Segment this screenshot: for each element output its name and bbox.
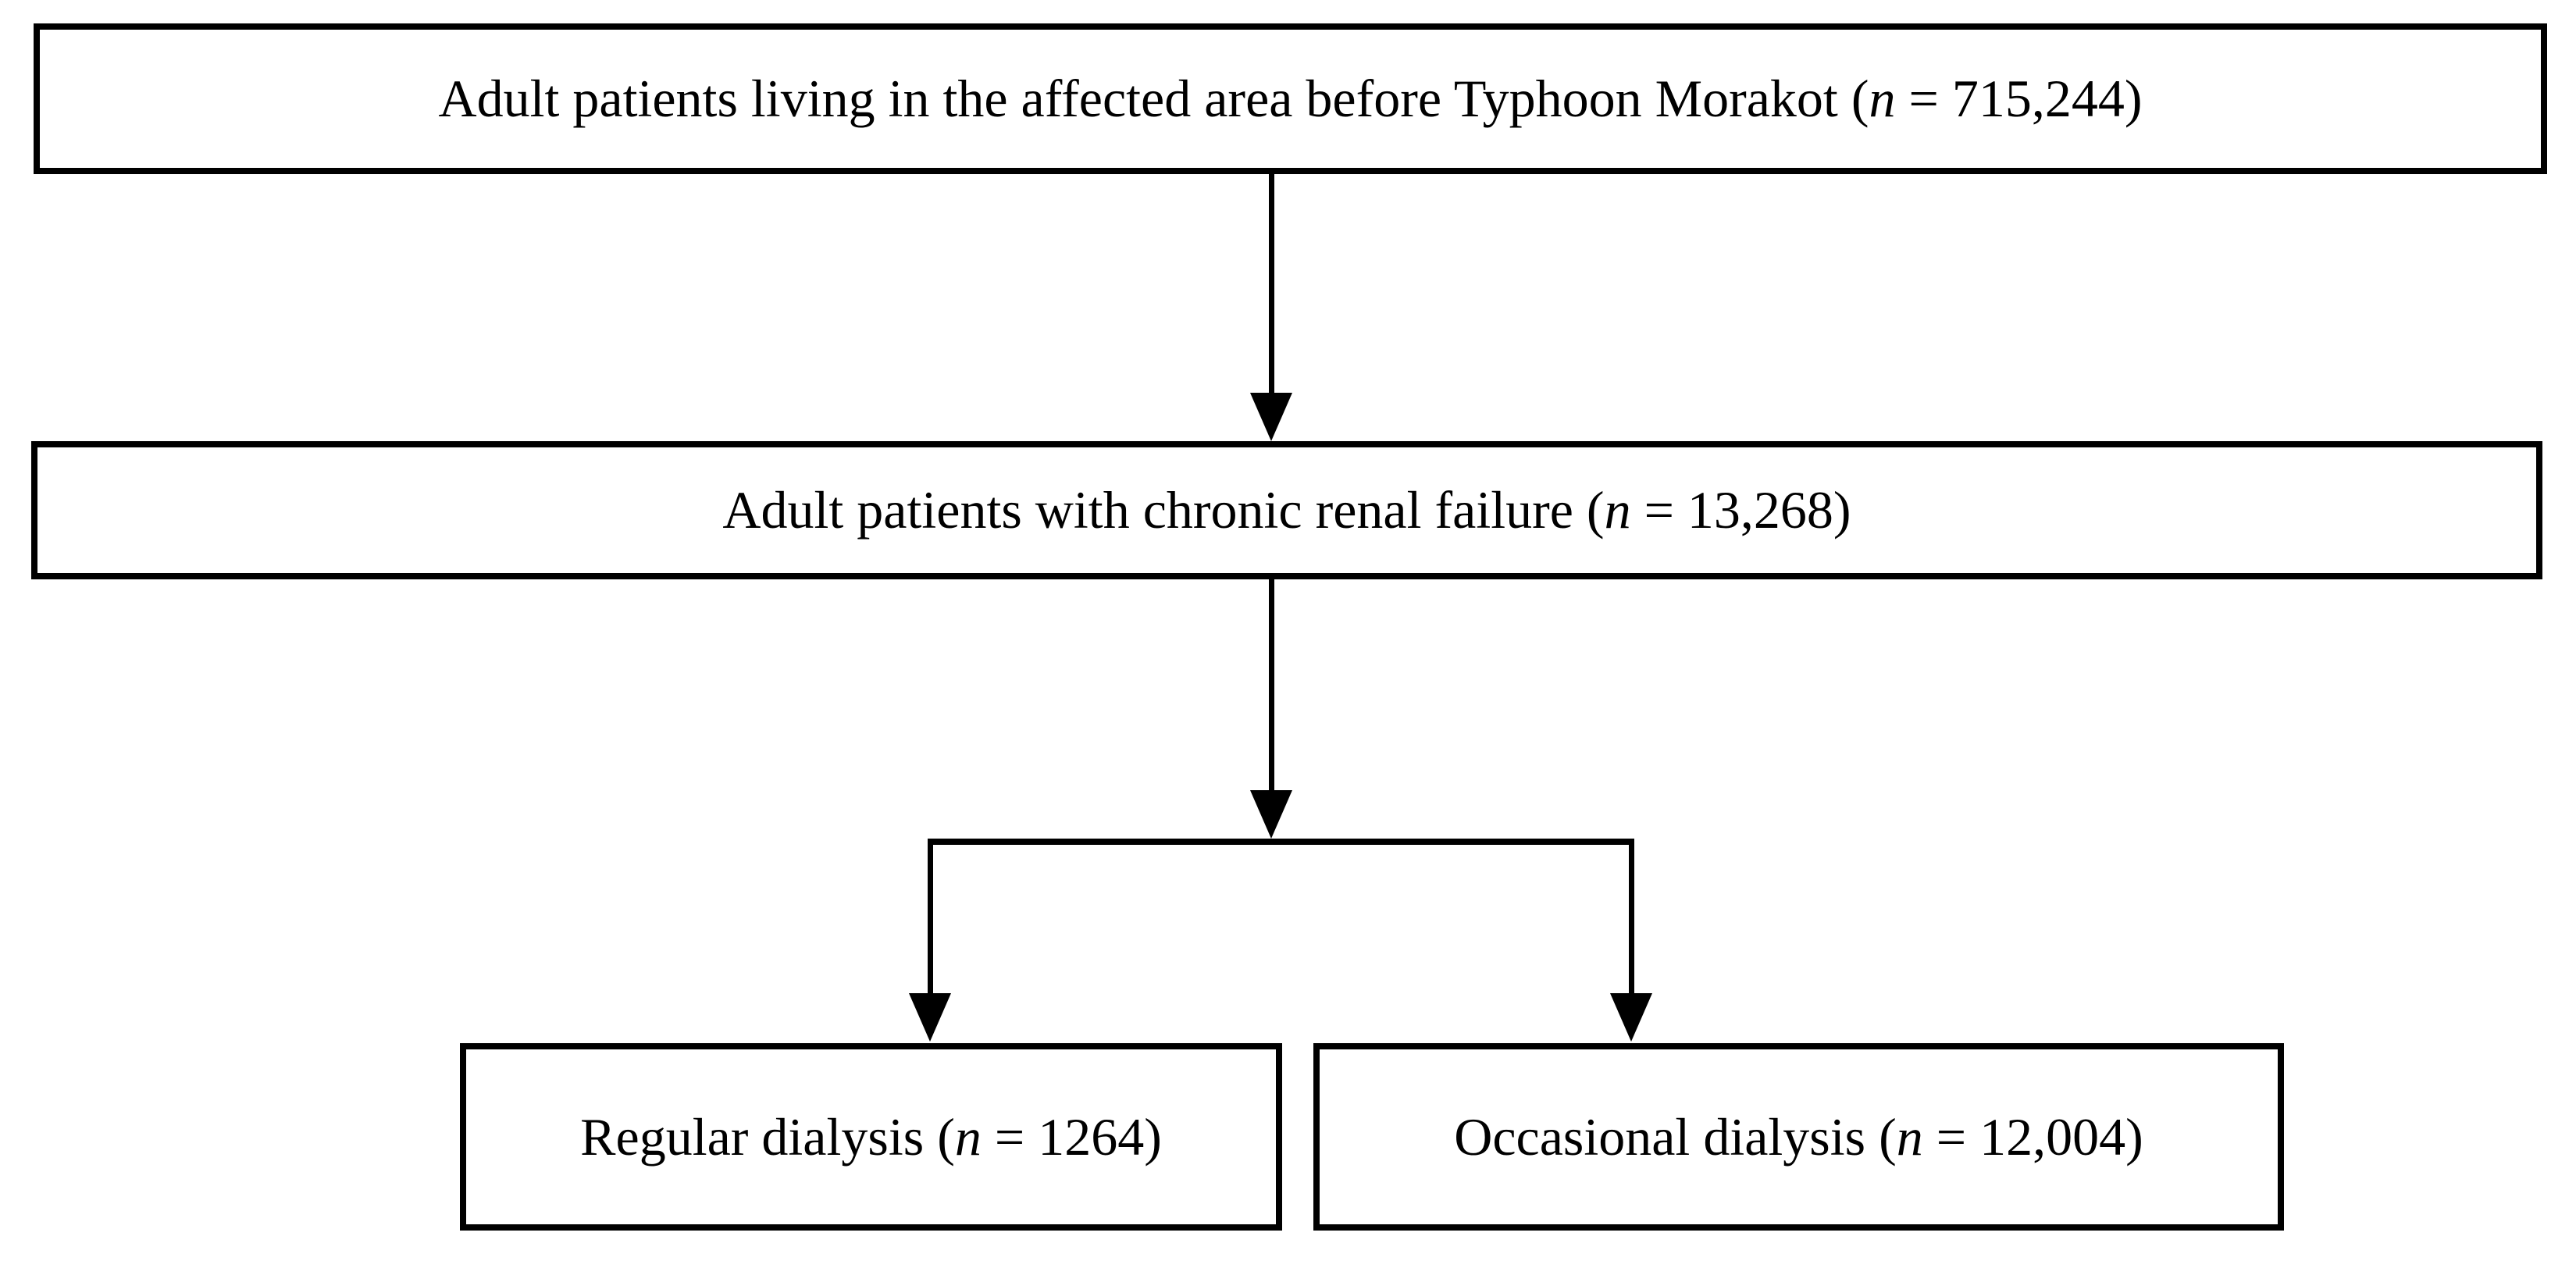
flow-box-regular-dialysis: Regular dialysis (n = 1264) xyxy=(460,1043,1282,1231)
label-text-after: = 13,268) xyxy=(1630,480,1851,540)
label-n-symbol: n xyxy=(1604,480,1631,540)
label-text-before: Adult patients with chronic renal failur… xyxy=(722,480,1605,540)
flow-box-population: Adult patients living in the affected ar… xyxy=(34,23,2547,174)
flow-box-crf-label: Adult patients with chronic renal failur… xyxy=(722,477,1851,543)
arrow-branch-to-occasional-line xyxy=(1629,843,1634,993)
label-n-symbol: n xyxy=(1896,1106,1923,1167)
label-text-after: = 1264) xyxy=(981,1106,1162,1167)
flow-box-chronic-renal-failure: Adult patients with chronic renal failur… xyxy=(31,441,2542,579)
arrow-down-icon xyxy=(909,993,951,1042)
arrow-down-icon xyxy=(1250,393,1292,441)
label-n-symbol: n xyxy=(954,1106,982,1167)
label-text-after: = 12,004) xyxy=(1922,1106,2143,1167)
label-text-after: = 715,244) xyxy=(1895,69,2143,128)
flow-box-regular-label: Regular dialysis (n = 1264) xyxy=(580,1104,1162,1170)
arrow-population-to-crf-line xyxy=(1269,174,1274,397)
flow-box-occasional-label: Occasional dialysis (n = 12,004) xyxy=(1454,1104,2143,1170)
arrow-down-icon xyxy=(1250,790,1292,839)
label-text-before: Occasional dialysis ( xyxy=(1454,1106,1897,1167)
arrow-crf-to-branch-line xyxy=(1269,579,1274,792)
arrow-down-icon xyxy=(1610,993,1652,1042)
label-n-symbol: n xyxy=(1869,69,1896,128)
branch-horizontal-line xyxy=(928,839,1634,845)
flow-box-population-label: Adult patients living in the affected ar… xyxy=(439,66,2143,132)
label-text-before: Adult patients living in the affected ar… xyxy=(438,69,1869,128)
flow-box-occasional-dialysis: Occasional dialysis (n = 12,004) xyxy=(1313,1043,2284,1231)
label-text-before: Regular dialysis ( xyxy=(580,1106,955,1167)
arrow-branch-to-regular-line xyxy=(928,843,933,993)
